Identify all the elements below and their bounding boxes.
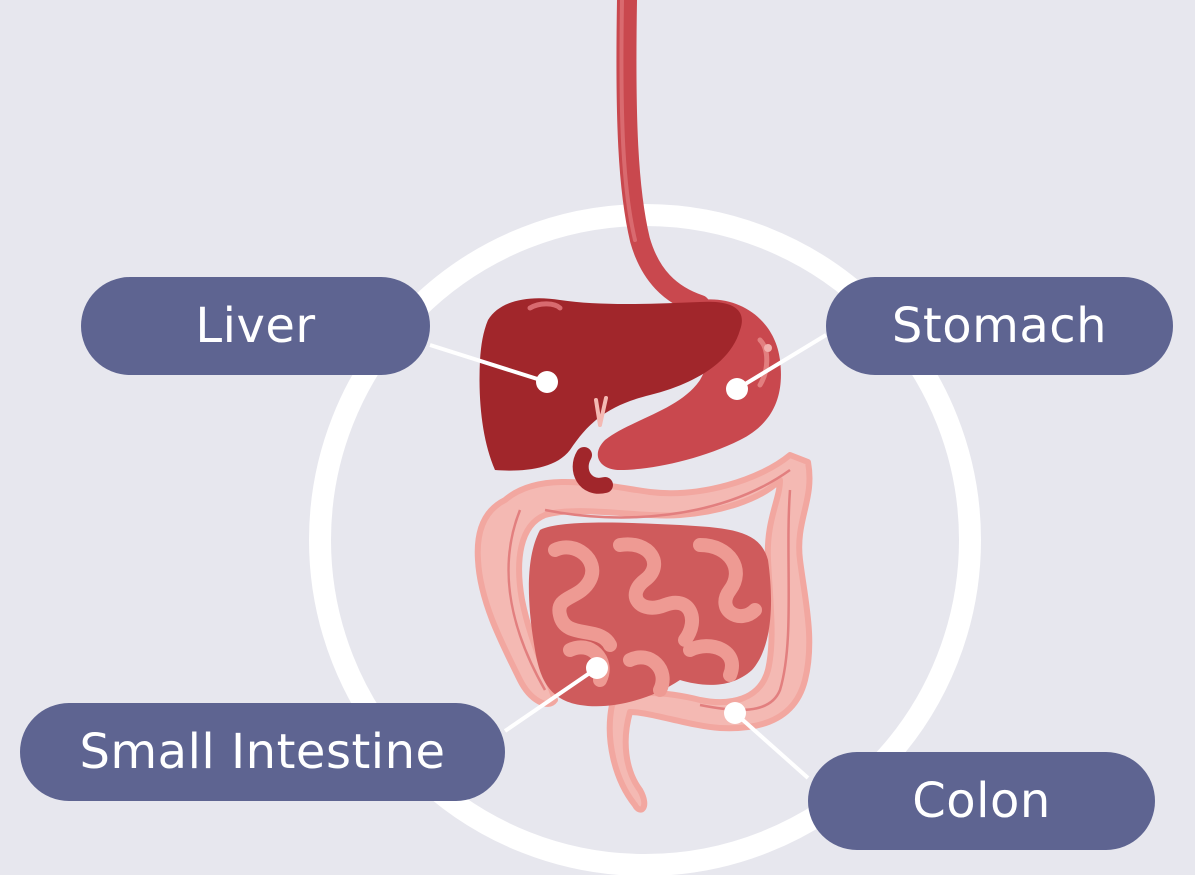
label-stomach-text: Stomach	[892, 298, 1107, 354]
esophagus	[626, 0, 700, 305]
label-colon-text: Colon	[912, 773, 1051, 829]
label-small-intestine: Small Intestine	[20, 703, 505, 801]
label-liver: Liver	[81, 277, 430, 375]
label-colon: Colon	[808, 752, 1155, 850]
label-liver-text: Liver	[195, 298, 315, 354]
liver-connector-dot	[536, 371, 558, 393]
small-intestine-organ	[529, 523, 771, 707]
label-small-intestine-text: Small Intestine	[79, 724, 445, 780]
small-intestine-connector-dot	[586, 657, 608, 679]
colon-connector-dot	[724, 702, 746, 724]
label-stomach: Stomach	[826, 277, 1173, 375]
stomach-connector-dot	[726, 378, 748, 400]
